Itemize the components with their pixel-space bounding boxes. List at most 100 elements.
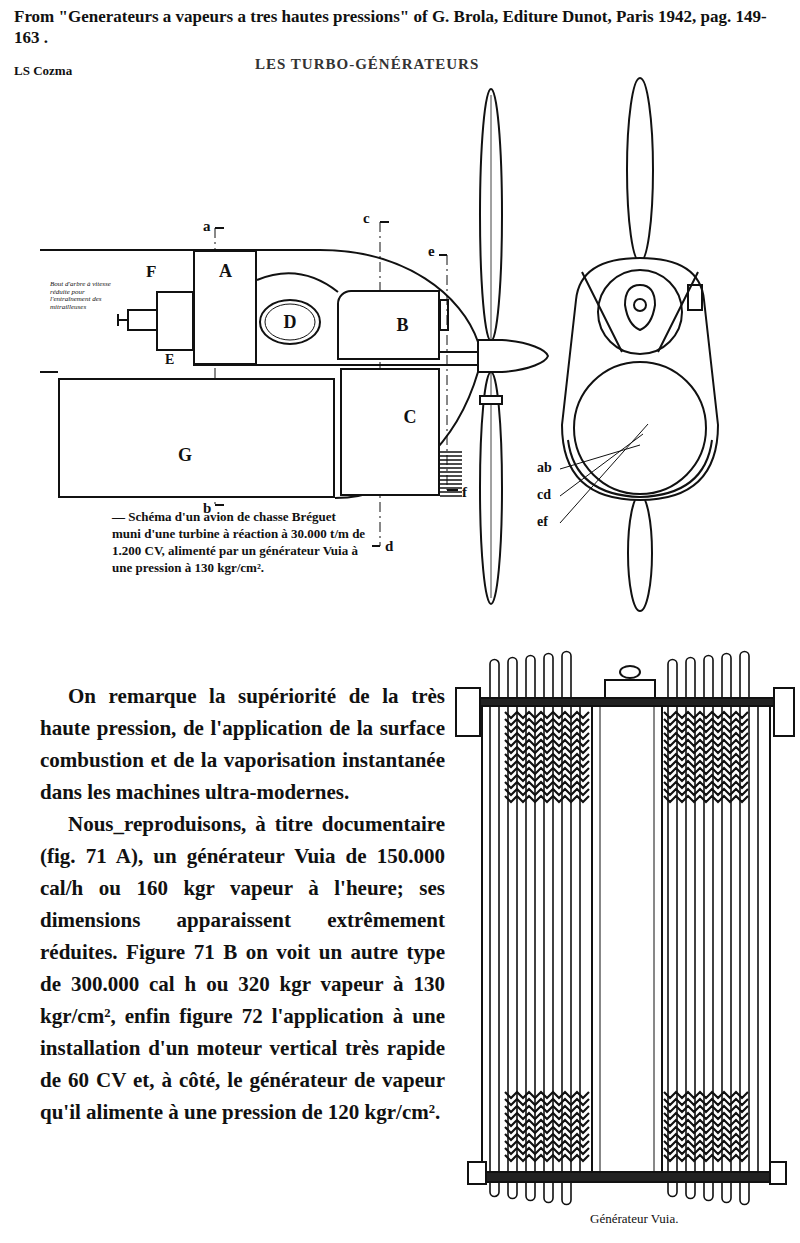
author-credit: LS Cozma [14,64,72,79]
generator-tubes [490,652,758,1205]
section-mark: b [203,500,211,517]
flange [456,688,480,736]
fuselage-section [562,258,718,500]
cooling-fins [440,483,462,485]
engine-cover [257,273,338,292]
generator-coils [664,1113,748,1119]
central-cylinder [600,705,601,1175]
cooling-fins [440,475,462,477]
front-view [560,78,718,611]
generator-section [574,362,706,494]
frame-bracket [688,285,702,310]
generator-coils [664,1092,748,1098]
part-box: G [58,378,335,498]
generator-tubes [489,705,491,1175]
generator-coils [664,761,748,767]
section-label: ef [537,514,548,530]
cooling-fins [440,451,462,453]
generator-coils [664,775,748,781]
generator-coils [664,1141,748,1147]
generator-coils [505,754,589,760]
source-header: From "Generateurs a vapeurs a tres haute… [14,6,784,48]
generator-coils [505,1113,589,1119]
blade-ring [480,396,502,404]
cooling-fins [440,471,462,473]
section-mark: e [428,243,435,260]
cooling-fins [440,479,462,481]
generator-coils [664,1148,748,1154]
generator-coils [664,796,748,802]
figure-caption: — Schéma d'un avion de chasse Bréguet mu… [112,508,368,576]
section-mark: f [462,484,467,501]
generator-coils [664,782,748,788]
generator-coils [664,1120,748,1126]
leader-line [560,424,648,523]
cooling-fins [440,491,462,493]
drawing-note: Bout d'arbre à vitesse réduite pour l'en… [50,281,122,312]
turbine-core [634,299,646,311]
generator-coils [505,1148,589,1154]
generator-tubes [498,705,500,1175]
fuselage-outline [40,371,58,373]
tank-outline [568,440,712,497]
section-label: ab [537,460,552,476]
generator-coils [664,712,748,718]
part-box: A [193,250,257,365]
turbine-core [625,285,655,330]
part-letter: D [284,313,297,331]
cooling-fins [440,487,462,489]
part-letter: A [219,262,232,280]
section-label: cd [537,487,551,503]
generator-coils [664,747,748,753]
frame-strut [582,272,698,352]
generator-coils [505,719,589,725]
cooling-fins [440,463,462,465]
generator-tubes [757,705,759,1175]
bottom-plate [478,1172,774,1182]
cooling-fins [440,495,462,497]
part-box: B [337,290,440,360]
section-line [439,255,458,490]
top-fitting [620,666,640,678]
shaft [440,351,480,353]
generator-coils [664,1155,748,1161]
generator-coils [664,1106,748,1112]
generator-coils [505,1127,589,1133]
drive-housing [128,310,157,330]
part-ellipse [265,304,315,340]
cooling-fins [440,467,462,469]
generator-coils [505,761,589,767]
top-fitting [605,680,655,698]
drive-housing [157,292,193,350]
cooling-fins [440,455,462,457]
central-cylinder [654,705,655,1175]
cooling-fins [440,459,462,461]
propeller-blade [627,78,653,262]
header-plate [478,698,774,706]
running-head: LES TURBO-GÉNÉRATEURS [255,56,479,73]
generator-coils [664,1127,748,1133]
part-ellipse [260,300,320,344]
part-letter: F [146,262,156,282]
generator-tubes [561,705,563,1175]
generator-coils [664,754,748,760]
central-cylinder [592,705,662,1175]
flange [774,688,794,736]
generator-tubes [525,705,527,1175]
generator-coils [664,719,748,725]
casing [481,700,483,1175]
generator-tubes [543,705,545,1175]
generator-coils [505,782,589,788]
section-mark: c [363,210,370,227]
shaft-end [118,319,128,321]
generator-coils [505,1099,589,1105]
generator-coils [505,1141,589,1147]
shaft-end [117,314,119,326]
generator-coils [505,768,589,774]
part-letter: G [178,446,192,464]
turbine-section [598,270,682,354]
generator-coils [505,1155,589,1161]
generator-coils [505,726,589,732]
generator-tubes [507,705,509,1175]
generator-coils [664,1099,748,1105]
